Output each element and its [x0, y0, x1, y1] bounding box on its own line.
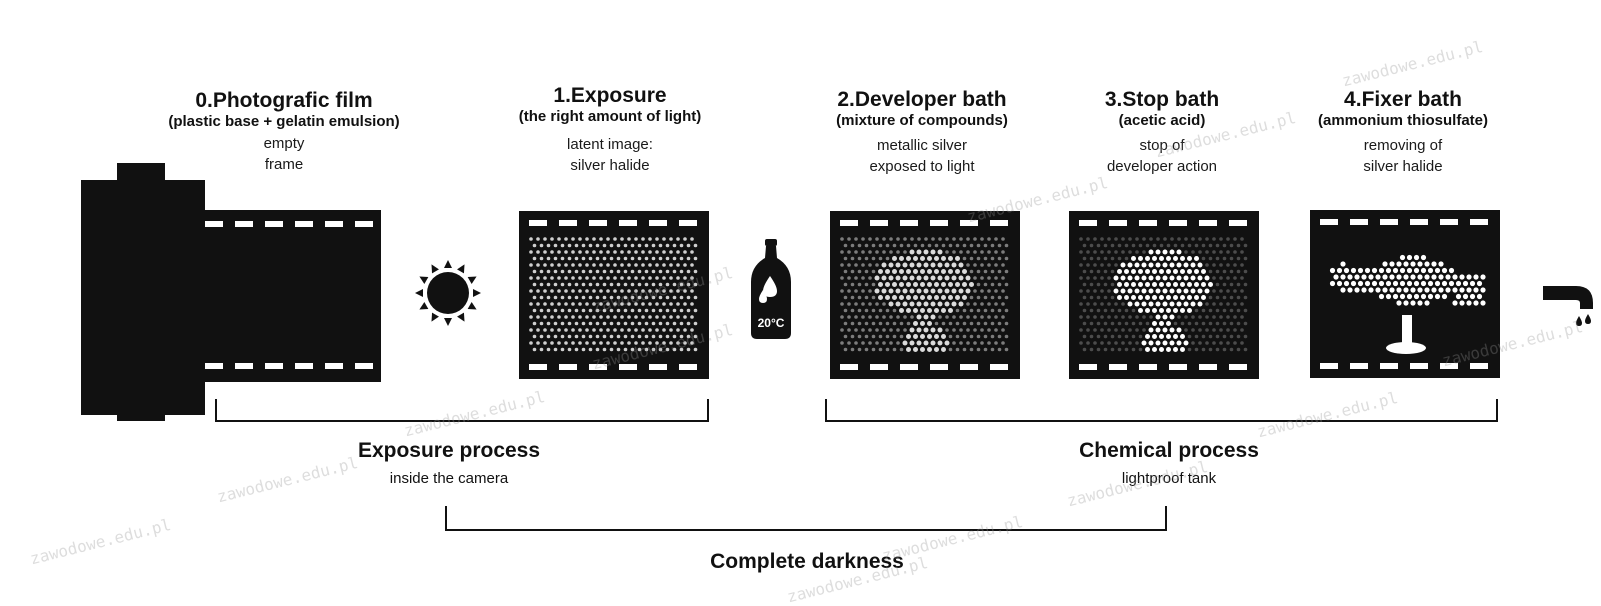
- stage-2-desc-2: exposed to light: [869, 158, 975, 175]
- stage-0-label: 0.Photografic film (plastic base + gelat…: [168, 89, 399, 175]
- darkness-title: Complete darkness: [710, 550, 904, 573]
- stage-4-subtitle: (ammonium thiosulfate): [1317, 112, 1489, 129]
- stage-1-title: 1.Exposure: [553, 84, 667, 107]
- exposure-process-desc: inside the camera: [389, 470, 509, 487]
- stage-1-desc-1: latent image:: [567, 136, 653, 153]
- water-tap-icon: [1543, 286, 1593, 326]
- stage-2-label: 2.Developer bath (mixture of compounds) …: [836, 88, 1008, 177]
- film-cassette-icon: [81, 163, 381, 421]
- stage-0-desc-1: empty: [263, 135, 305, 152]
- chemical-bracket: [825, 399, 1498, 422]
- exposure-process-title: Exposure process: [357, 439, 541, 462]
- bottle-icon: 20°C: [751, 239, 791, 339]
- stage-4-title: 4.Fixer bath: [1344, 88, 1462, 111]
- stage-1-desc-2: silver halide: [570, 157, 650, 174]
- chemical-process-desc: lightproof tank: [1121, 470, 1217, 487]
- stage-3-desc-2: developer action: [1106, 158, 1218, 175]
- stage-1-subtitle: (the right amount of light): [518, 108, 702, 125]
- darkness-label: Complete darkness: [710, 550, 904, 574]
- chemical-process-title: Chemical process: [1079, 439, 1259, 462]
- stage-1-label: 1.Exposure (the right amount of light) l…: [519, 84, 701, 176]
- film-frame-2: [830, 211, 1020, 379]
- stage-3-title: 3.Stop bath: [1104, 88, 1220, 111]
- film-frame-1: [519, 211, 709, 379]
- stage-4-label: 4.Fixer bath (ammonium thiosulfate) remo…: [1318, 88, 1488, 177]
- stage-0-title: 0.Photografic film: [195, 89, 373, 112]
- exposure-process-label: Exposure process inside the camera: [358, 439, 540, 489]
- stage-3-label: 3.Stop bath (acetic acid) stop of develo…: [1105, 88, 1219, 177]
- film-frame-4: [1310, 210, 1500, 378]
- stage-3-subtitle: (acetic acid): [1118, 112, 1206, 129]
- darkness-bracket: [445, 506, 1167, 531]
- stage-2-desc-1: metallic silver: [876, 137, 968, 154]
- exposure-bracket: [215, 399, 709, 422]
- stage-0-subtitle: (plastic base + gelatin emulsion): [168, 113, 400, 130]
- stage-4-desc-1: removing of: [1363, 137, 1443, 154]
- stage-4-desc-2: silver halide: [1363, 158, 1443, 175]
- film-frame-3: [1069, 211, 1259, 379]
- stage-0-desc-2: frame: [264, 156, 304, 173]
- stage-3-desc-1: stop of: [1139, 137, 1185, 154]
- stage-2-subtitle: (mixture of compounds): [836, 112, 1008, 129]
- bottle-label: 20°C: [758, 316, 785, 330]
- stage-2-title: 2.Developer bath: [837, 88, 1007, 111]
- chemical-process-label: Chemical process lightproof tank: [1079, 439, 1259, 489]
- sun-icon: [415, 260, 481, 326]
